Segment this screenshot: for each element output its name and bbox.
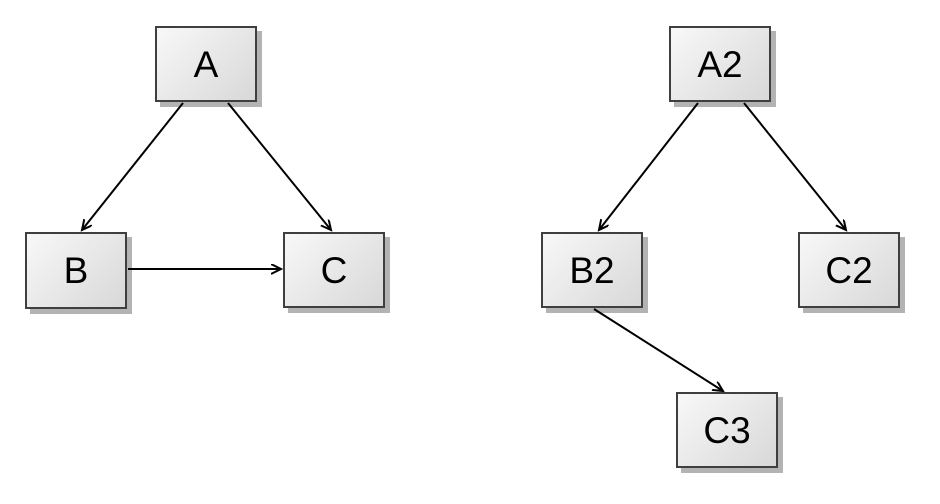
node-A-label: A <box>193 43 219 85</box>
node-A2-label: A2 <box>697 43 743 85</box>
node-C2[interactable]: C2 <box>798 232 900 308</box>
node-C-label: C <box>320 249 348 291</box>
edge-A2-C2[interactable] <box>743 102 846 230</box>
node-C3-label: C3 <box>703 409 751 451</box>
node-C3[interactable]: C3 <box>676 392 778 468</box>
node-B2-label: B2 <box>569 249 615 291</box>
node-B-label: B <box>63 250 89 291</box>
edge-B2-C3[interactable] <box>593 308 723 391</box>
node-B[interactable]: B <box>25 232 127 309</box>
edge-A-C[interactable] <box>227 102 331 230</box>
node-C[interactable]: C <box>283 232 385 308</box>
node-A2[interactable]: A2 <box>669 26 771 102</box>
node-B2[interactable]: B2 <box>541 232 643 308</box>
node-A[interactable]: A <box>155 26 257 102</box>
edge-A-B[interactable] <box>82 102 184 230</box>
node-C2-label: C2 <box>825 249 873 291</box>
edge-A2-B2[interactable] <box>599 102 699 230</box>
